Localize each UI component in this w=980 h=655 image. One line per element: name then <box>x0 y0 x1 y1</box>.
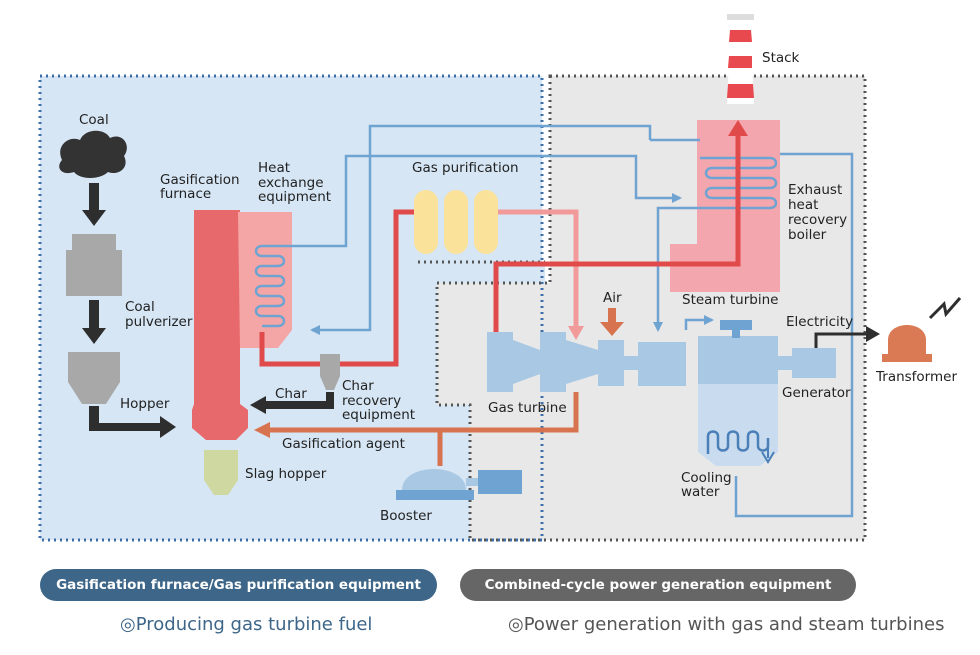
coal-pulverizer-body <box>66 250 122 296</box>
label-gasification-furnace-line2: furnace <box>160 186 211 202</box>
exhaust-heat-recovery-boiler <box>670 120 780 292</box>
raw-gas-pipe <box>259 209 414 367</box>
generator <box>792 348 836 378</box>
gasification-zone-border <box>38 74 544 542</box>
label-hopper: Hopper <box>120 396 170 412</box>
heat-exchanger-coil <box>254 244 340 328</box>
slag-hopper <box>204 450 238 495</box>
condenser <box>698 384 778 466</box>
heat-exchanger-pipe-lower <box>310 124 652 335</box>
label-stack: Stack <box>762 50 800 66</box>
stack <box>727 14 754 104</box>
gasification-agent-pipe <box>270 392 579 466</box>
gasification-equipment-pill: Gasification furnace/Gas purification eq… <box>40 569 437 601</box>
electricity-arrowhead <box>866 326 880 342</box>
steam-turbine-hp <box>638 342 686 386</box>
label-coal-pulverizer-line2: pulverizer <box>125 314 193 330</box>
gas-turbine <box>487 332 624 392</box>
label-cooling-water-line2: water <box>681 484 720 500</box>
clean-gas-pipe <box>498 209 579 330</box>
gasification-subtitle: ◎Producing gas turbine fuel <box>120 614 373 635</box>
steam-turbine <box>698 336 778 384</box>
label-hrsg-line3: recovery <box>788 212 847 228</box>
booster <box>396 469 522 500</box>
char-arrowhead <box>250 396 266 414</box>
turbine-shaft <box>624 356 638 370</box>
label-heat-exchange-line2: exchange <box>258 175 324 191</box>
label-gasification-furnace-line1: Gasification <box>160 172 240 188</box>
generator-shaft <box>778 356 792 370</box>
clean-gas-arrowhead <box>568 326 584 340</box>
label-char-recovery-line1: Char <box>342 378 374 394</box>
label-transformer: Transformer <box>875 369 957 385</box>
gasification-zone-notch <box>418 262 545 405</box>
label-heat-exchange-line3: equipment <box>258 189 331 205</box>
label-air: Air <box>603 290 622 306</box>
label-coal-pulverizer-line1: Coal <box>125 299 155 315</box>
label-steam-turbine: Steam turbine <box>682 292 778 308</box>
coal-pile-icon <box>59 130 127 178</box>
transformer-icon <box>882 297 962 362</box>
heat-exchanger-pipe-upper <box>340 154 682 248</box>
hopper <box>68 352 120 404</box>
cooling-water-coil <box>706 430 770 454</box>
label-hrsg-line2: heat <box>788 197 818 213</box>
steam-inlet-arrow <box>684 315 714 330</box>
label-gasification-agent: Gasification agent <box>282 436 405 452</box>
label-gas-turbine: Gas turbine <box>488 400 567 416</box>
char-recovery-equipment <box>320 354 340 390</box>
label-char: Char <box>275 386 307 402</box>
label-gas-purification: Gas purification <box>412 160 519 176</box>
cooling-water-arrow <box>761 440 775 464</box>
steam-turbine-cap <box>720 320 752 330</box>
combined-cycle-equipment-pill: Combined-cycle power generation equipmen… <box>460 569 856 601</box>
label-hrsg-line4: boiler <box>788 227 827 243</box>
label-cooling-water-line1: Cooling <box>681 470 732 486</box>
combined-cycle-subtitle: ◎Power generation with gas and steam tur… <box>508 614 945 635</box>
char-return-arrow <box>266 392 334 409</box>
air-arrow <box>600 308 624 336</box>
coal-flow-arrows <box>82 183 176 438</box>
label-slag-hopper: Slag hopper <box>245 466 327 482</box>
steam-to-turbine-pipe <box>653 206 700 332</box>
condensate-return-pipe <box>734 152 854 518</box>
gasification-agent-arrowhead <box>254 422 270 438</box>
label-char-recovery-line2: recovery <box>342 393 401 409</box>
label-heat-exchange-line1: Heat <box>258 160 290 176</box>
label-generator: Generator <box>782 385 851 401</box>
exhaust-arrowhead <box>728 120 748 136</box>
hrsg-coil <box>700 156 778 210</box>
label-electricity: Electricity <box>786 314 853 330</box>
label-hrsg-line1: Exhaust <box>788 182 842 198</box>
exhaust-gas-pipe <box>493 134 741 336</box>
gas-purification-columns <box>414 190 498 254</box>
label-char-recovery-line3: equipment <box>342 407 415 423</box>
combined-cycle-zone-border <box>435 74 867 542</box>
gasification-furnace <box>192 210 248 440</box>
electricity-line <box>814 332 868 348</box>
label-booster: Booster <box>380 508 432 524</box>
label-coal: Coal <box>79 112 109 128</box>
